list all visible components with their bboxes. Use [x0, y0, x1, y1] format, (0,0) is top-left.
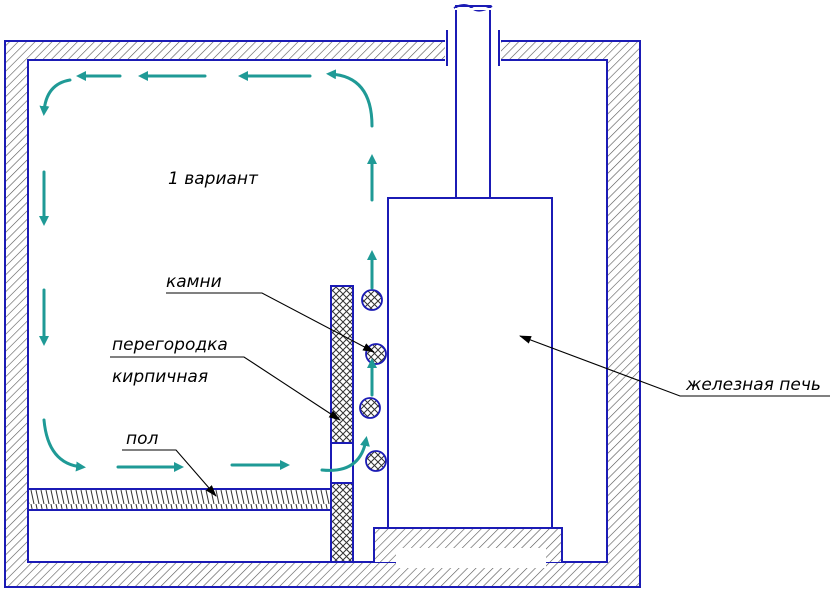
partition-label-2: кирпичная [112, 367, 208, 387]
partition-label-1: перегородка [112, 335, 228, 355]
stone [365, 450, 387, 472]
chimney [445, 4, 501, 199]
partition-upper [330, 285, 354, 444]
brick-partition [330, 285, 354, 563]
stove-foundation [373, 527, 563, 568]
inner-wall-outline [27, 59, 608, 563]
floor-boards [27, 488, 332, 511]
iron-stove [387, 197, 553, 529]
stones [359, 289, 387, 472]
leader-stove [519, 335, 830, 397]
outer-walls [4, 40, 641, 588]
arrow-curve-icon [42, 418, 86, 472]
partition-gap [330, 442, 354, 484]
stone [361, 289, 383, 311]
variant-label: 1 вариант [168, 169, 259, 189]
arrow-curve-icon [39, 78, 72, 116]
arrow-curve-icon [326, 69, 374, 128]
stove-label: железная печь [685, 375, 821, 395]
leader-lines [110, 292, 830, 497]
arrow-curve-icon [320, 436, 370, 472]
stones-label: камни [166, 272, 222, 292]
stone [365, 343, 387, 365]
airflow-arrows [39, 69, 377, 472]
floor-label: пол [126, 429, 159, 449]
leader-stones [166, 292, 375, 353]
leader-floor [122, 449, 217, 497]
outer-wall-outline [4, 40, 641, 588]
stone [359, 397, 381, 419]
partition-lower [330, 482, 354, 563]
leader-partition [110, 356, 341, 421]
chimney-pipe [455, 5, 491, 199]
